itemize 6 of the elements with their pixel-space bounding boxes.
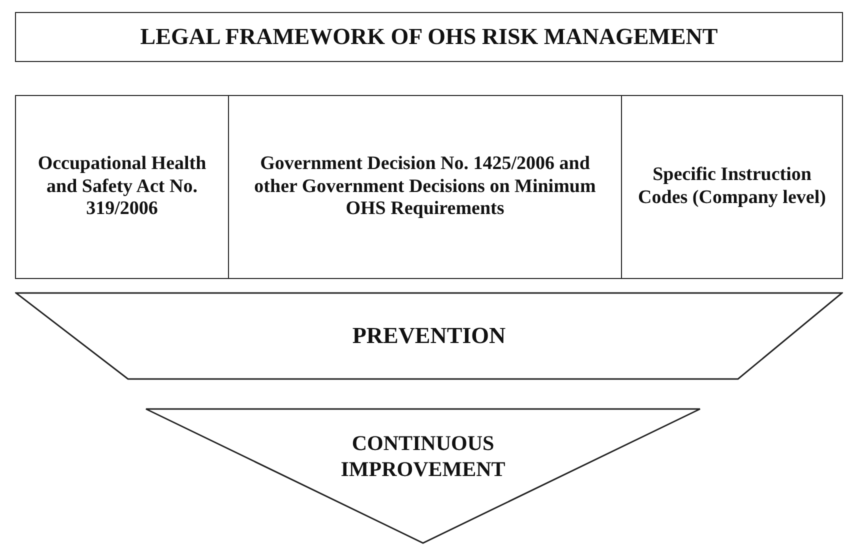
text-box: Occupational Health and Safety Act No. 319/2006 (15, 95, 229, 279)
shape-label: CONTINUOUS IMPROVEMENT (340, 430, 506, 482)
text-box: Government Decision No. 1425/2006 and other Government Decisions on Minimum OHS Requirements (228, 95, 622, 279)
title-box: LEGAL FRAMEWORK OF OHS RISK MANAGEMENT (15, 12, 843, 62)
text-box: Specific Instruction Codes (Company level) (621, 95, 843, 279)
shape-label: PREVENTION (351, 322, 507, 350)
